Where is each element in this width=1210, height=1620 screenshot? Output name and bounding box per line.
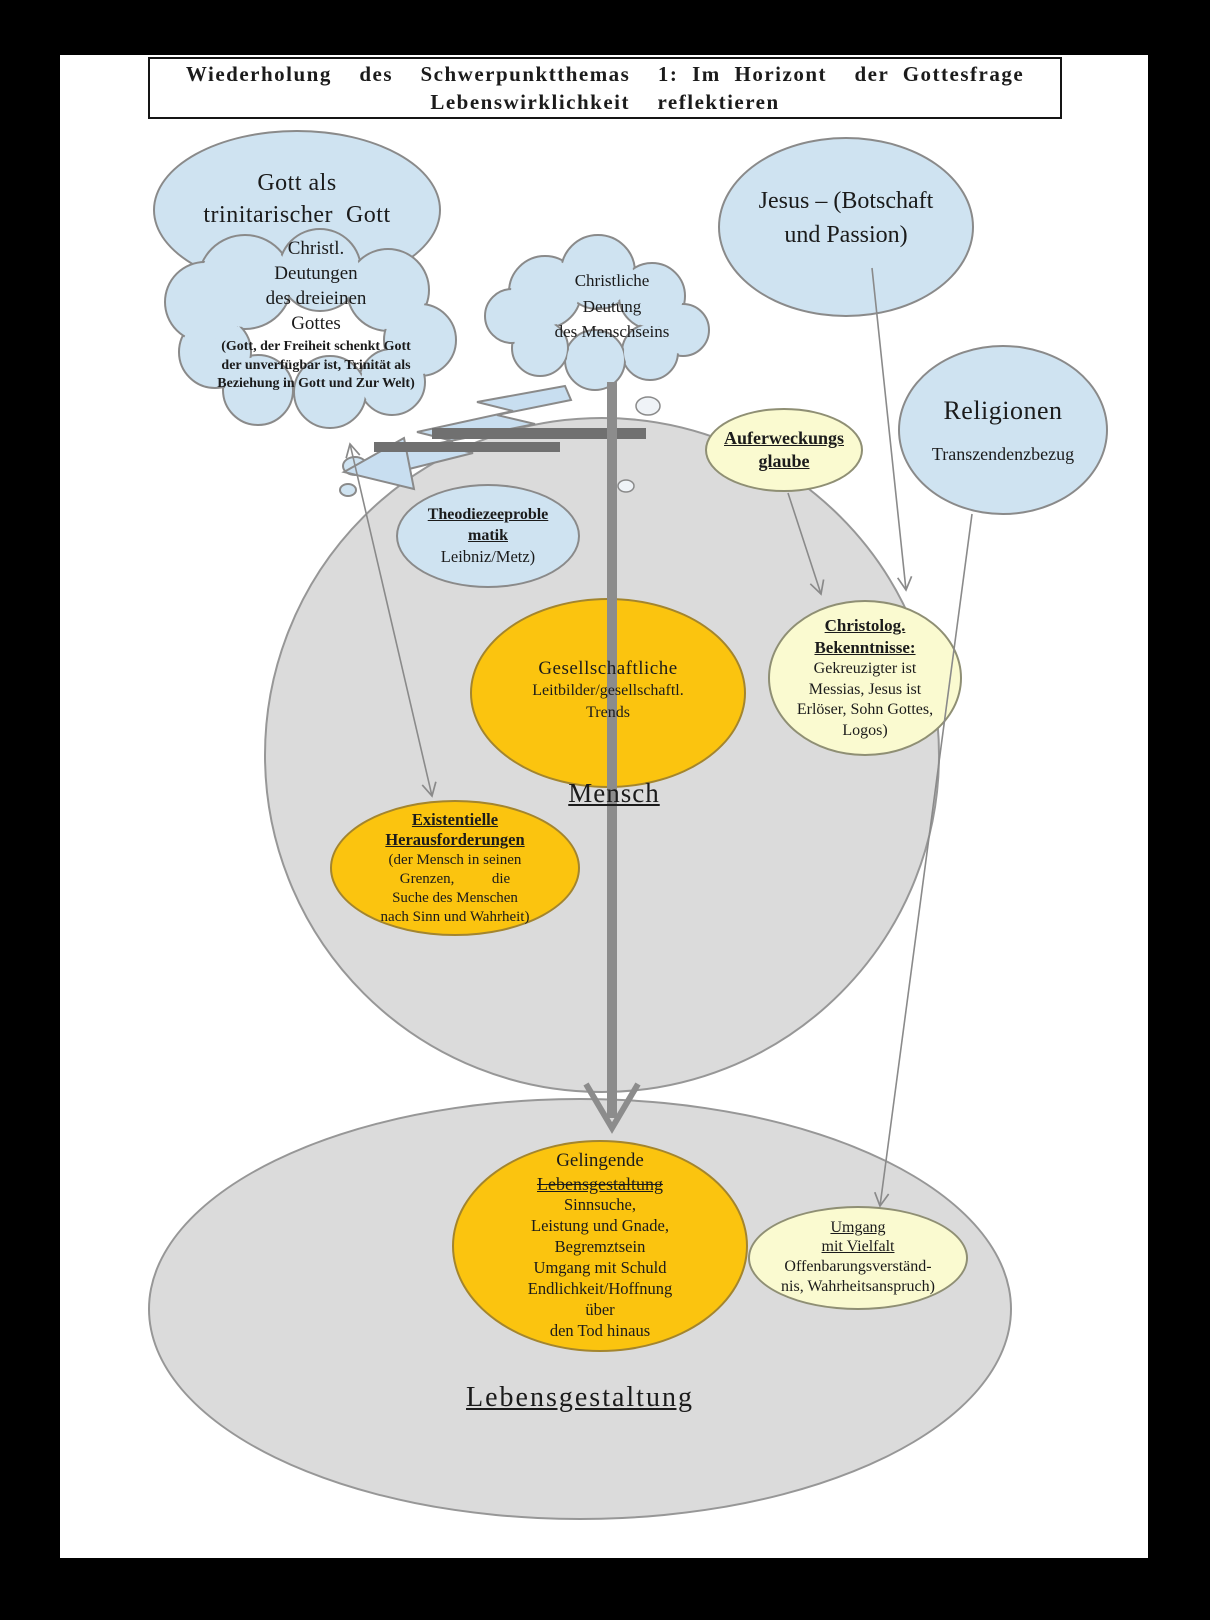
cloud-menschsein-label: Christliche Deutung des Menschseins — [554, 271, 670, 341]
diagram-title-line1: Wiederholung des Schwerpunktthemas 1: Im… — [185, 61, 1025, 86]
node-christologie-heading: Christolog. Bekenntnisse: — [814, 615, 916, 658]
node-gelingende-lebensgestaltung: Gelingende Lebensgestaltung Sinnsuche, L… — [452, 1140, 748, 1352]
node-gesellschaftliche-title: Gesellschaftliche — [538, 658, 678, 680]
node-jesus: Jesus – (Botschaft und Passion) — [718, 137, 974, 317]
cloud-trinitaet-detail: (Gott, der Freiheit schenkt Gott der unv… — [217, 339, 415, 391]
node-gelingend-body: Sinnsuche, Leistung und Gnade, Begremzts… — [527, 1195, 673, 1341]
node-christologische-bekenntnisse: Christolog. Bekenntnisse: Gekreuzigter i… — [768, 600, 962, 756]
node-religionen-subtitle: Transzendenzbezug — [931, 443, 1075, 464]
lebensgestaltung-area-label: Lebensgestaltung — [466, 1382, 694, 1413]
diagram-title-box: Wiederholung des Schwerpunktthemas 1: Im… — [148, 57, 1062, 119]
node-umgang-mit-vielfalt: Umgang mit Vielfalt Offenbarungsverständ… — [748, 1206, 968, 1310]
cloud-trinitaet-text: Christl. Deutungen des dreieinen Gottes … — [200, 236, 432, 393]
diagram-title-line2: Lebenswirklichkeit reflektieren — [430, 90, 780, 114]
node-theodizee-detail: Leibniz/Metz) — [440, 546, 536, 566]
cloud-menschsein-text: Christliche Deutung des Menschseins — [512, 268, 712, 345]
cloud-trinitaet-main: Christl. Deutungen des dreieinen Gottes — [265, 238, 367, 335]
node-existentiell-body: (der Mensch in seinen Grenzen, die Suche… — [380, 851, 530, 925]
node-theodizeeproblematik: Theodiezeeproble matik Leibniz/Metz) — [396, 484, 580, 588]
node-gelingend-line2: Lebensgestaltung — [537, 1173, 663, 1194]
node-existentielle-herausforderungen: Existentielle Herausforderungen (der Men… — [330, 800, 580, 936]
node-gesellschaftliche-body: Leitbilder/gesellschaftl. Trends — [532, 682, 684, 721]
node-gott-label: Gott als trinitarischer Gott — [203, 169, 391, 228]
node-christologie-body: Gekreuzigter ist Messias, Jesus ist Erlö… — [796, 660, 934, 739]
mensch-area-label: Mensch — [568, 778, 660, 808]
node-auferweckungsglaube: Auferweckungs glaube — [705, 408, 863, 492]
node-umgang-body: Offenbarungsverständ- nis, Wahrheitsansp… — [781, 1257, 935, 1295]
node-umgang-line1: Umgang — [830, 1219, 886, 1237]
node-religionen: Religionen Transzendenzbezug — [898, 345, 1108, 515]
node-auferweckungsglaube-label: Auferweckungs glaube — [724, 427, 844, 471]
node-jesus-label: Jesus – (Botschaft und Passion) — [758, 188, 934, 248]
node-gesellschaftliche-text: Gesellschaftliche Leitbilder/gesellschaf… — [472, 612, 744, 770]
node-existentiell-heading: Existentielle Herausforderungen — [385, 809, 525, 850]
node-theodizee-heading: Theodiezeeproble matik — [427, 506, 549, 544]
node-umgang-line2: mit Vielfalt — [821, 1238, 895, 1255]
node-religionen-title: Religionen — [943, 395, 1063, 425]
node-gelingend-line1: Gelingende — [556, 1150, 644, 1172]
